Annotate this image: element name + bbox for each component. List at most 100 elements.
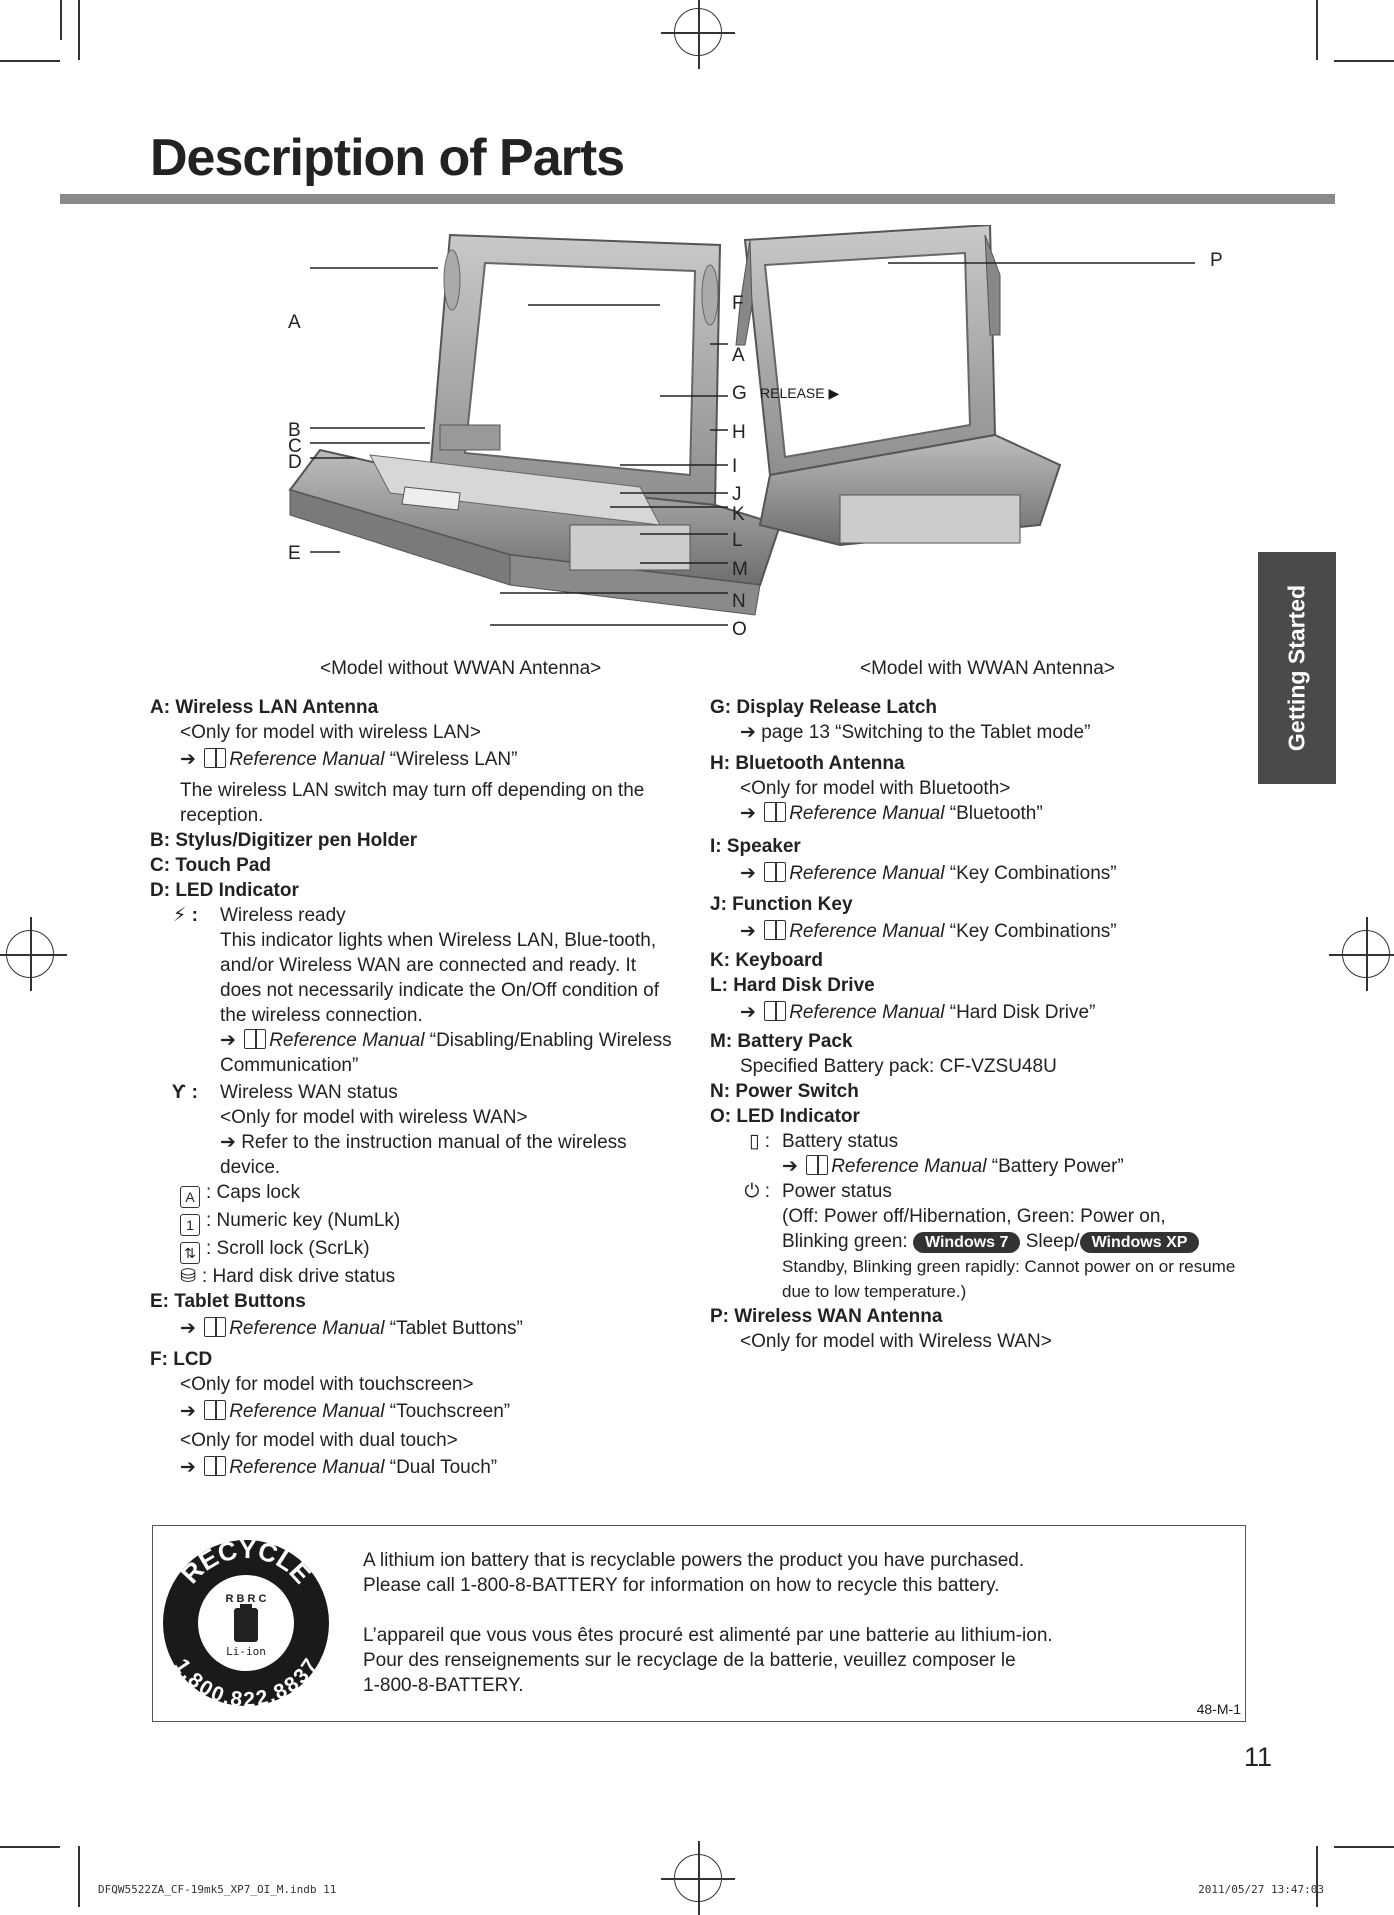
arrow-icon: ➔ [180, 1401, 196, 1422]
led-wwan-status: Ƴ : Wireless WAN status <Only for model … [150, 1080, 680, 1180]
recycle-fr-line3: 1-800-8-BATTERY. [363, 1675, 524, 1696]
item-l-label: L: Hard Disk Drive [710, 975, 875, 996]
callout-label-g: G [732, 383, 747, 404]
item-h-line1: <Only for model with Bluetooth> [740, 778, 1011, 799]
item-a-line1: <Only for model with wireless LAN> [180, 722, 481, 743]
item-i-label: I: Speaker [710, 836, 801, 857]
crop-mark [78, 1846, 80, 1907]
book-icon [764, 920, 787, 940]
item-f-line1: <Only for model with touchscreen> [180, 1374, 474, 1395]
arrow-icon: ➔ [180, 749, 196, 770]
callout-label-e: E [288, 543, 301, 564]
power-status-line3: Standby, Blinking green rapidly: Cannot … [782, 1257, 1236, 1301]
led-num-lock: 1 : Numeric key (NumLk) [150, 1208, 680, 1236]
page-number: 11 [1243, 1742, 1272, 1772]
power-status-line2: Blinking green: Windows 7 Sleep/Windows … [782, 1229, 1250, 1254]
arrow-icon: ➔ [180, 1457, 196, 1478]
item-o-label: O: LED Indicator [710, 1106, 860, 1127]
ref-topic: “Battery Power” [986, 1156, 1124, 1177]
page-title: Description of Parts [150, 129, 625, 187]
arrow-icon: ➔ [180, 1318, 196, 1339]
ref-manual-label: Reference Manual [831, 1156, 987, 1177]
callout-label-b: B [288, 420, 301, 441]
ref-manual-label: Reference Manual [229, 1401, 385, 1422]
crop-mark [0, 60, 60, 62]
item-d-label: D: LED Indicator [150, 880, 299, 901]
hdd-icon: ⛁ [180, 1266, 196, 1287]
laptop-figure [288, 225, 1195, 626]
item-f-ref1: ➔ Reference Manual “Touchscreen” [150, 1399, 680, 1424]
ref-topic: “Key Combinations” [944, 921, 1117, 942]
caps-lock-text: : Caps lock [206, 1182, 300, 1203]
arrow-icon: ➔ [782, 1156, 798, 1177]
item-k-label: K: Keyboard [710, 950, 823, 971]
led-scroll-lock: ⇅: Scroll lock (ScrLk) [150, 1236, 680, 1264]
item-f-ref2: ➔ Reference Manual “Dual Touch” [150, 1455, 680, 1480]
recycle-notice: RECYCLE 1.800.822.8837 R B R C Li-ion A … [152, 1525, 1246, 1722]
ref-manual-label: Reference Manual [229, 1457, 385, 1478]
item-f-line2: <Only for model with dual touch> [180, 1430, 458, 1451]
laptop-left [288, 233, 782, 616]
callout-label-l: L [732, 530, 743, 551]
num-lock-text: : Numeric key (NumLk) [206, 1210, 401, 1231]
item-g-ref: ➔ page 13 “Switching to the Tablet mode” [710, 720, 1250, 745]
wireless-ready-ref: ➔ Reference Manual “Disabling/Enabling W… [220, 1028, 680, 1078]
title-rule [60, 194, 1335, 204]
caption-model-without-wwan: <Model without WWAN Antenna> [320, 658, 602, 679]
wireless-ready-desc: This indicator lights when Wireless LAN,… [220, 930, 660, 1026]
item-a-label: A: Wireless LAN Antenna [150, 697, 379, 718]
callout-label-h: H [732, 422, 746, 443]
registration-mark [0, 917, 67, 991]
led-power-status: ⏻ : Power status (Off: Power off/Hiberna… [710, 1179, 1250, 1304]
item-a-ref: ➔ Reference Manual “Wireless LAN” [150, 747, 680, 772]
ref-topic: “Tablet Buttons” [384, 1318, 523, 1339]
arrow-icon: ➔ [220, 1132, 236, 1153]
book-icon [204, 1456, 227, 1476]
book-icon [244, 1029, 267, 1049]
battery-ref: ➔ Reference Manual “Battery Power” [782, 1154, 1250, 1179]
footer-file: DFQW5522ZA_CF-19mk5_XP7_OI_M.indb 11 [98, 1883, 337, 1896]
led-caps-lock: A: Caps lock [150, 1180, 680, 1208]
arrow-icon: ➔ [740, 722, 756, 743]
ref-topic: “Wireless LAN” [384, 749, 518, 770]
registration-mark [661, 1841, 735, 1915]
ref-topic: page 13 “Switching to the Tablet mode” [761, 722, 1091, 743]
wwan-ref: ➔ Refer to the instruction manual of the… [220, 1130, 680, 1180]
registration-mark [1329, 917, 1394, 991]
section-tab-label: Getting Started [1283, 584, 1310, 752]
item-f-label: F: LCD [150, 1349, 213, 1370]
wireless-ready-icon: ⚡ : [173, 905, 198, 926]
num-lock-icon: 1 [180, 1214, 200, 1236]
section-tab: Getting Started [1258, 552, 1336, 784]
callout-label-d: D [288, 452, 302, 473]
wwan-title: Wireless WAN status [220, 1082, 398, 1103]
arrow-icon: ➔ [740, 921, 756, 942]
recycle-en-line2: Please call 1-800-8-BATTERY for informat… [363, 1575, 1000, 1596]
led-hdd: ⛁: Hard disk drive status [150, 1264, 680, 1289]
rbrc-recycle-logo: RECYCLE 1.800.822.8837 R B R C Li-ion [163, 1538, 329, 1708]
crop-mark [1316, 0, 1318, 60]
callout-label-m: M [732, 559, 748, 580]
item-b-label: B: Stylus/Digitizer pen Holder [150, 830, 418, 851]
wwan-ref-text: Refer to the instruction manual of the w… [220, 1132, 627, 1178]
item-h-ref: ➔ Reference Manual “Bluetooth” [710, 801, 1250, 826]
arrow-icon: ➔ [220, 1030, 236, 1051]
item-l-ref: ➔ Reference Manual “Hard Disk Drive” [710, 1000, 1250, 1025]
callout-label-k: K [732, 504, 745, 525]
wireless-ready-title: Wireless ready [220, 905, 346, 926]
crop-mark [78, 0, 80, 60]
item-h-label: H: Bluetooth Antenna [710, 753, 905, 774]
footer-timestamp: 2011/05/27 13:47:03 [1198, 1883, 1324, 1896]
led-battery-status: ▯ : Battery status ➔ Reference Manual “B… [710, 1129, 1250, 1179]
callout-lines [310, 262, 1195, 626]
book-icon [806, 1155, 829, 1175]
item-n-label: N: Power Switch [710, 1081, 859, 1102]
ref-topic: “Key Combinations” [944, 863, 1117, 884]
laptop-right [735, 225, 1062, 547]
hdd-text: : Hard disk drive status [201, 1266, 396, 1287]
scroll-lock-icon: ⇅ [180, 1242, 200, 1264]
windowsxp-badge: Windows XP [1079, 1232, 1200, 1253]
item-m-line1: Specified Battery pack: CF-VZSU48U [740, 1056, 1057, 1077]
ref-topic: “Disabling/Enabling Wireless Communicati… [220, 1030, 672, 1076]
item-j-ref: ➔ Reference Manual “Key Combinations” [710, 919, 1250, 944]
